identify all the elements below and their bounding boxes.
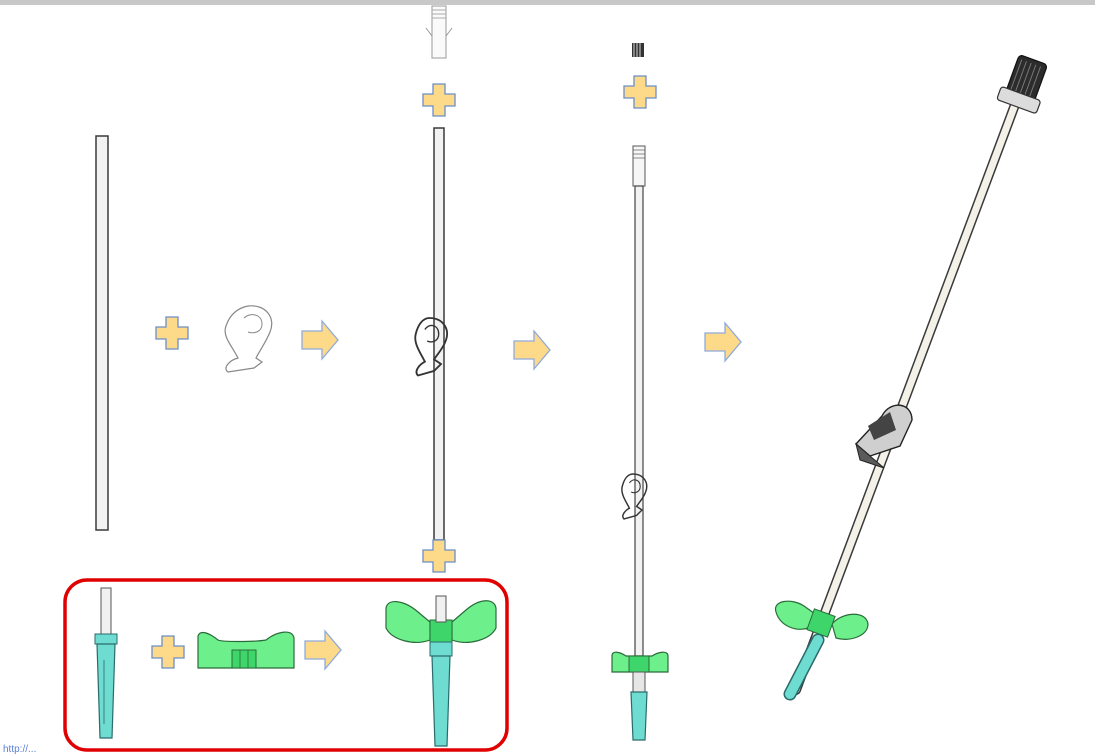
clamp-part [224,305,273,373]
connector-top-light [425,5,453,59]
source-link[interactable]: http://... [3,744,37,755]
plus-icon [422,539,456,573]
wing-hub-combined [385,595,497,747]
arrow-right-icon [301,320,339,360]
wing-part [197,631,295,669]
plus-icon [623,75,657,109]
tube-1 [95,135,109,531]
connector-top [632,145,646,187]
plus-icon [155,316,189,350]
top-border [0,0,1095,5]
plus-icon [422,83,456,117]
arrow-right-icon [704,322,742,362]
needle-hub [94,587,118,739]
highlight-box [63,578,509,752]
plus-icon [151,635,185,669]
arrow-right-icon [513,330,551,370]
wing-hub-assembled [611,651,669,741]
assembly-3d [774,55,1048,701]
cap-part [632,43,644,57]
arrow-right-icon [304,630,342,670]
tube-3 [634,185,644,657]
